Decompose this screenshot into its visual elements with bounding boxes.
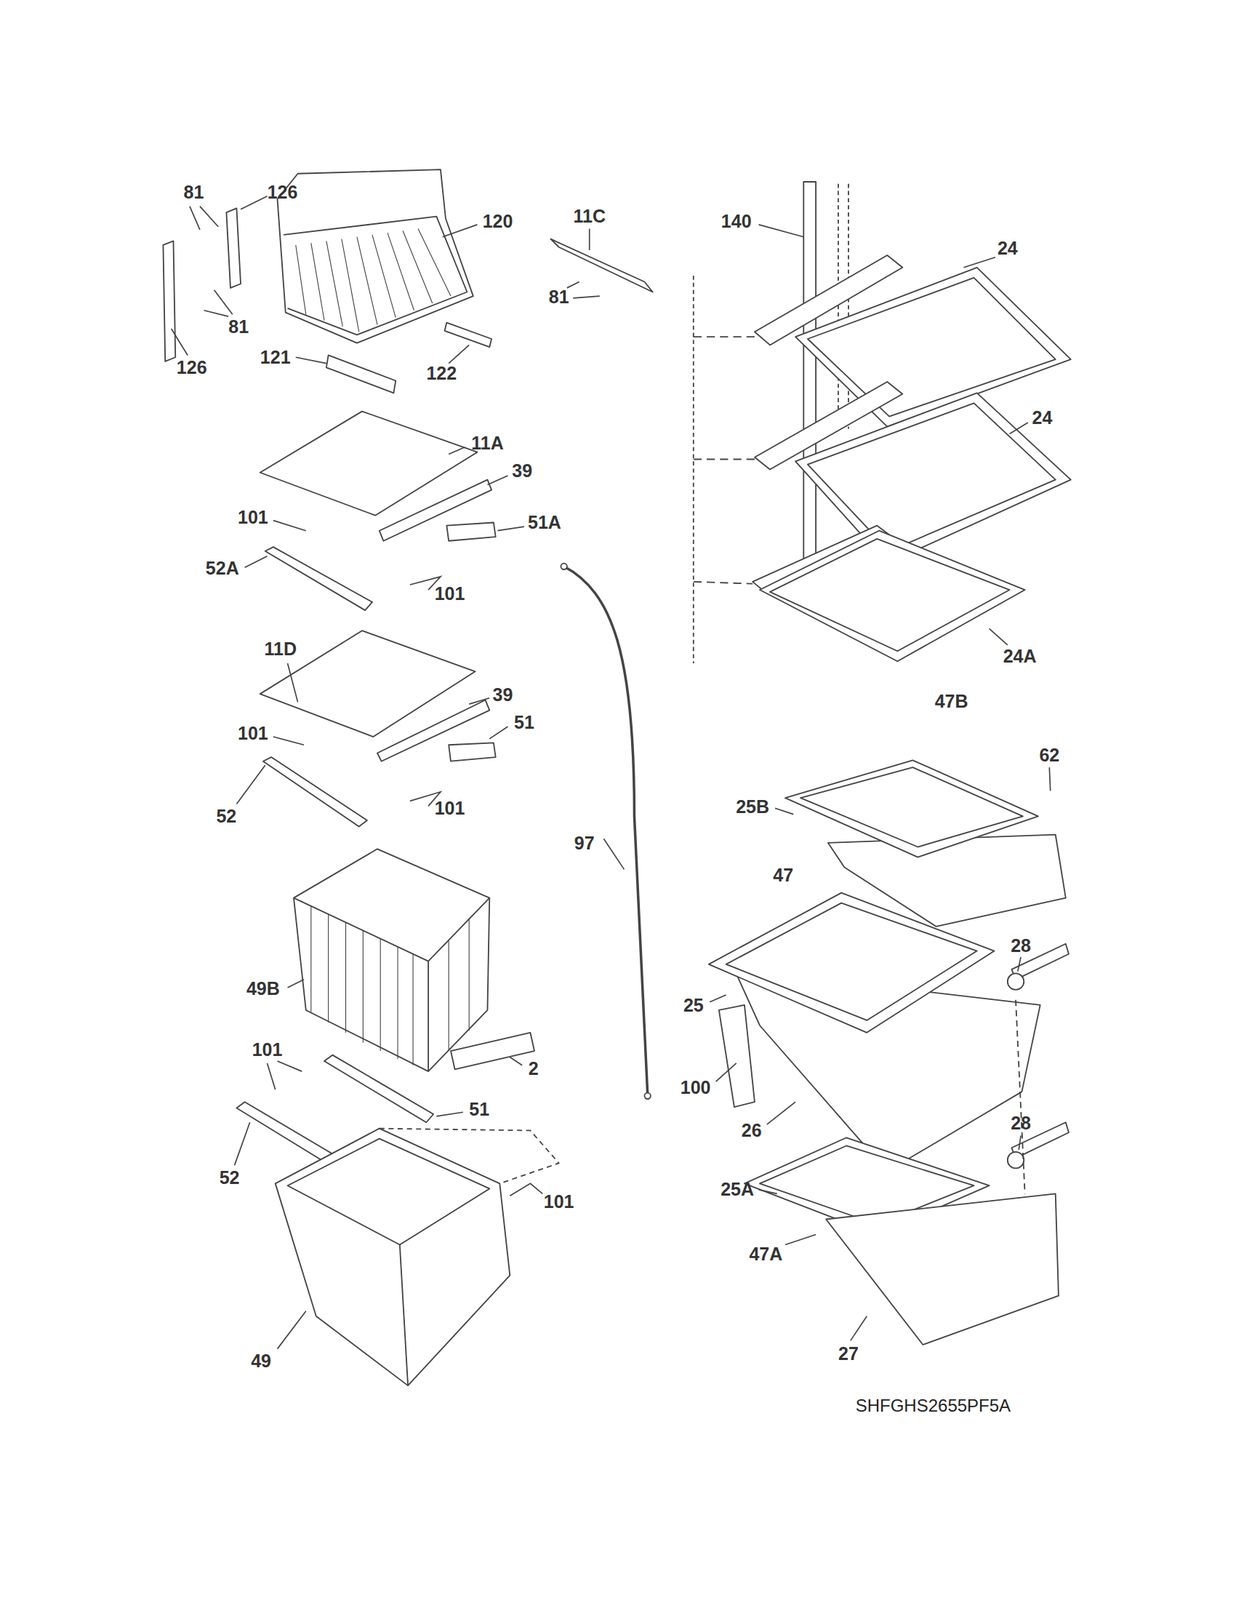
callout-number: 47B	[934, 691, 969, 710]
callout-number: 62	[1038, 745, 1060, 764]
callout-number: 101	[237, 508, 269, 527]
callout-number: 81	[183, 182, 205, 201]
callout-number: 26	[741, 1121, 762, 1140]
callout-number: 52	[215, 807, 237, 826]
callout-number: 52A	[205, 559, 240, 578]
callout-number: 11A	[471, 433, 504, 452]
callout-number: 28	[1010, 936, 1031, 955]
callout-number: 27	[838, 1344, 859, 1363]
callout-number: 28	[1010, 1113, 1031, 1133]
callout-number: 121	[260, 347, 291, 366]
callout-number: 11C	[572, 207, 605, 226]
callout-number: 126	[176, 357, 208, 376]
callout-number: 49	[250, 1351, 272, 1370]
callout-number: 49B	[246, 979, 280, 998]
callout-number: 25	[683, 995, 704, 1014]
callout-number: 25A	[720, 1180, 754, 1199]
model-code: SHFGHS2655PF5A	[855, 1396, 1011, 1415]
callout-number: 39	[492, 685, 514, 704]
callout-number: 120	[482, 212, 514, 231]
callout-number: 24	[1032, 407, 1053, 427]
callout-number: 101	[237, 724, 269, 743]
callout-number: 140	[721, 212, 752, 231]
callout-number: 97	[574, 833, 595, 852]
callout-number: 126	[267, 182, 299, 201]
callout-number: 101	[434, 584, 466, 603]
callout-number: 51	[468, 1099, 490, 1118]
callout-number: 51A	[527, 513, 562, 532]
callout-number: 25B	[735, 797, 770, 816]
callout-number: 81	[548, 287, 570, 307]
callout-number: 101	[434, 798, 466, 817]
callout-number: 39	[511, 460, 533, 480]
callout-number: 100	[680, 1078, 712, 1097]
callout-number: 122	[426, 364, 457, 383]
callout-number: 101	[543, 1192, 575, 1211]
callout-number: 24	[997, 238, 1018, 257]
callout-number: 24A	[1003, 646, 1037, 665]
callout-number: 101	[252, 1040, 283, 1059]
callout-number: 47A	[748, 1243, 783, 1263]
callout-number: 47	[772, 865, 794, 885]
callout-number: 52	[219, 1167, 240, 1186]
callout-number: 51	[514, 713, 535, 732]
callout-number: 11D	[263, 639, 296, 658]
callout-number: 81	[228, 316, 249, 336]
callout-number: 2	[528, 1058, 539, 1077]
